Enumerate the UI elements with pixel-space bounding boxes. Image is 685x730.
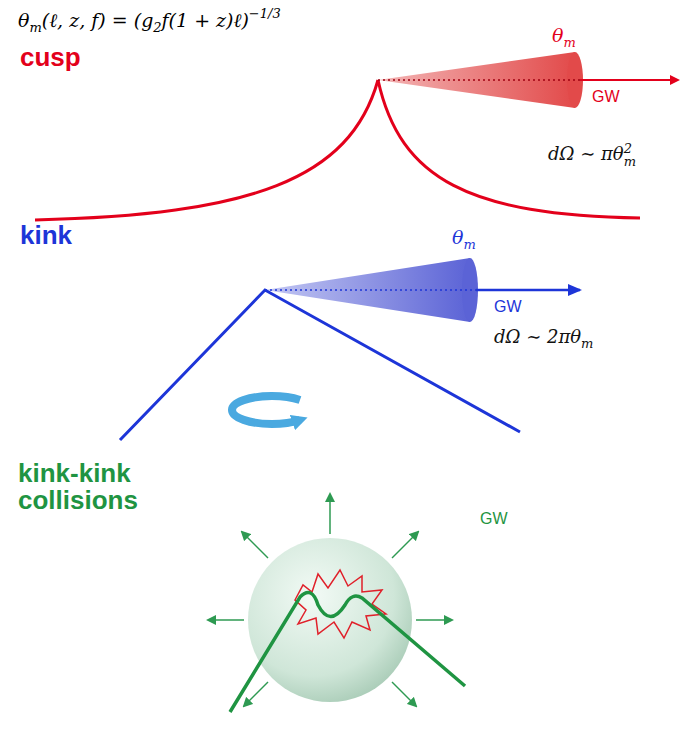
axis-line — [265, 289, 490, 291]
section-heading: kink — [20, 222, 72, 249]
gw-arrow — [580, 79, 678, 81]
gw-arrows — [208, 494, 452, 706]
angle-symbol: θ — [552, 24, 563, 46]
section-heading: kink-kink collisions — [18, 460, 168, 515]
angle-subscript: m — [563, 35, 575, 50]
angle-label: θm — [552, 24, 576, 50]
superscript: 2 — [624, 142, 636, 155]
gw-label: GW — [592, 88, 620, 106]
solid-angle: dΩ ∼ 2πθm — [494, 326, 593, 351]
cusp-string — [378, 80, 640, 218]
solid-angle-text: dΩ ∼ πθ — [548, 143, 624, 164]
gw-label: GW — [480, 510, 508, 528]
cusp-string — [35, 80, 378, 220]
rotation-arrow — [232, 396, 300, 424]
angle-label: θm — [452, 226, 476, 252]
subscript: m — [624, 155, 636, 168]
formula-part: −1/3 — [249, 6, 281, 21]
formula-part: (ℓ, z, f) = (g — [42, 9, 154, 31]
axis-line — [378, 79, 598, 81]
collision-burst — [295, 570, 386, 638]
kink-string — [120, 290, 520, 440]
section-heading: cusp — [20, 44, 81, 71]
solid-angle: dΩ ∼ πθ2m — [548, 142, 636, 168]
gw-label: GW — [494, 298, 522, 316]
index-stack: 2m — [624, 142, 636, 168]
beam-cone — [378, 52, 575, 108]
angle-symbol: θ — [452, 226, 463, 248]
formula-part: f(1 + z)ℓ) — [162, 9, 249, 31]
formula-part: 2 — [153, 20, 161, 35]
kink-string — [230, 593, 465, 713]
subscript: m — [581, 336, 593, 351]
angle-subscript: m — [463, 237, 475, 252]
formula-part: m — [29, 20, 41, 35]
solid-angle-text: dΩ ∼ 2πθ — [494, 326, 581, 347]
beam-angle-formula: θm(ℓ, z, f) = (g2f(1 + z)ℓ)−1/3 — [18, 6, 281, 35]
formula-part: θ — [18, 9, 29, 31]
gw-arrow — [476, 289, 580, 292]
